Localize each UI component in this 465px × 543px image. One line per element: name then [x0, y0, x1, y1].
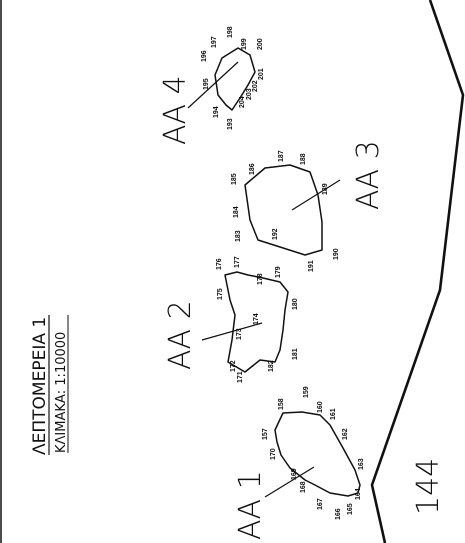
sheet-title: ΛΕΠΤΟΜΕΡΕΙΑ 1 [30, 317, 50, 455]
vertex-194: 194 [213, 106, 220, 118]
area-label-aa4: ΑΑ 4 [158, 75, 193, 145]
vertex-178: 178 [257, 273, 264, 285]
vertex-172: 172 [230, 360, 237, 372]
leader-line-aa2 [201, 322, 263, 341]
vertex-176: 176 [216, 258, 223, 270]
vertex-163: 163 [358, 458, 365, 470]
vertex-165: 165 [347, 503, 354, 515]
vertex-186: 186 [249, 163, 256, 175]
vertex-188: 188 [300, 153, 307, 165]
vertex-173: 173 [236, 328, 243, 340]
vertex-183: 183 [235, 230, 242, 242]
vertex-198: 198 [227, 26, 234, 38]
vertex-177: 177 [234, 256, 241, 268]
vertex-203: 203 [246, 88, 253, 100]
parcel-number: 144 [411, 458, 446, 515]
leader-line-aa4 [187, 61, 239, 109]
area-label-aa2: ΑΑ 2 [163, 300, 198, 370]
vertex-159: 159 [303, 386, 310, 398]
leader-line-aa1 [264, 466, 315, 498]
vertex-193: 193 [227, 118, 234, 130]
vertex-170: 170 [270, 448, 277, 460]
vertex-196: 196 [201, 50, 208, 62]
scale-label: ΚΛΙΜΑΚΑ: 1:10000 [54, 332, 69, 453]
vertex-167: 167 [317, 498, 324, 510]
vertex-175: 175 [217, 288, 224, 300]
vertex-158: 158 [278, 398, 285, 410]
vertex-197: 197 [211, 36, 218, 48]
area-polygon-aa3 [244, 164, 323, 256]
vertex-171: 171 [237, 371, 244, 383]
vertex-201: 201 [258, 68, 265, 80]
vertex-184: 184 [233, 206, 240, 218]
vertex-190: 190 [333, 248, 340, 260]
vertex-162: 162 [342, 428, 349, 440]
vertex-187: 187 [278, 150, 285, 162]
vertex-161: 161 [330, 408, 337, 420]
vertex-179: 179 [275, 266, 282, 278]
vertex-labels: 157 158 159 160 161 162 163 164 165 166 … [201, 26, 365, 520]
vertex-174: 174 [253, 313, 260, 325]
vertex-185: 185 [231, 173, 238, 185]
area-polygon-aa4 [214, 47, 256, 111]
vertex-180: 180 [292, 298, 299, 310]
title-block: ΛΕΠΤΟΜΕΡΕΙΑ 1 ΚΛΙΜΑΚΑ: 1:10000 [30, 315, 69, 455]
vertex-204: 204 [239, 96, 246, 108]
leader-line-aa3 [291, 179, 341, 211]
vertex-166: 166 [335, 508, 342, 520]
vertex-195: 195 [203, 78, 210, 90]
vertex-182: 182 [268, 360, 275, 372]
vertex-189: 189 [322, 183, 329, 195]
vertex-192: 192 [272, 228, 279, 240]
parcel-boundary-line [370, 0, 465, 543]
vertex-199: 199 [241, 38, 248, 50]
vertex-168: 168 [300, 481, 307, 493]
vertex-200: 200 [257, 38, 264, 50]
vertex-202: 202 [252, 80, 259, 92]
area-label-aa1: ΑΑ 1 [233, 470, 268, 540]
area-polygon-aa1 [274, 411, 361, 497]
vertex-181: 181 [292, 348, 299, 360]
vertex-164: 164 [355, 488, 362, 500]
area-label-aa3: ΑΑ 3 [351, 140, 386, 210]
vertex-160: 160 [317, 401, 324, 413]
vertex-169: 169 [291, 468, 298, 480]
vertex-191: 191 [308, 260, 315, 272]
vertex-157: 157 [262, 428, 269, 440]
